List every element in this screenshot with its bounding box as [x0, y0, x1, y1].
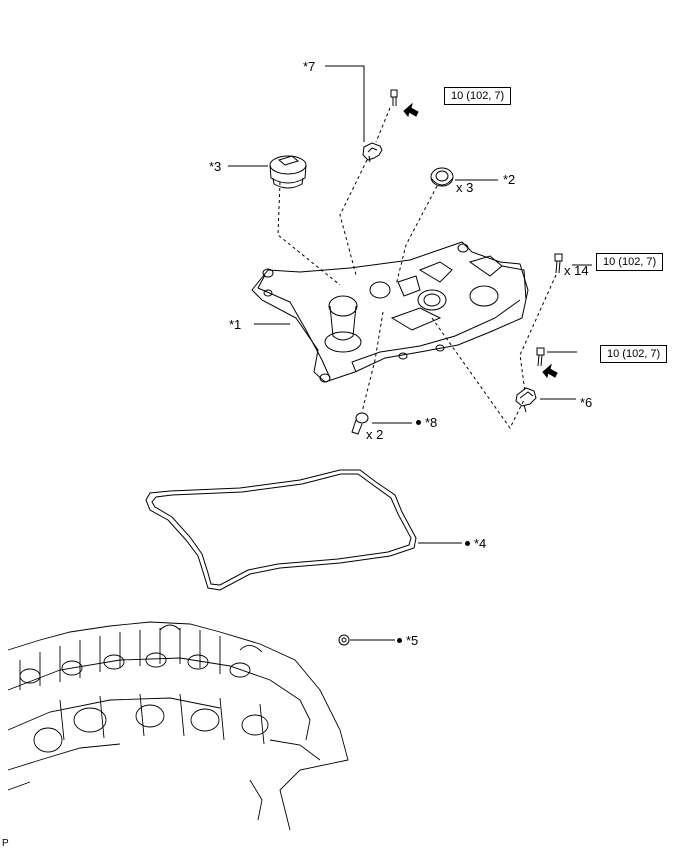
bolt-top [390, 89, 398, 106]
callout-2: *2 [503, 172, 516, 187]
dashed-assembly-lines [277, 107, 557, 429]
torque-box-lower: 10 (102, 7) [600, 345, 668, 363]
dot-icon [465, 541, 470, 546]
part-2-ring [430, 167, 454, 187]
callout-7: *7 [303, 59, 316, 74]
torque-box-middle: 10 (102, 7) [596, 253, 664, 271]
torque-box-top: 10 (102, 7) [444, 87, 512, 105]
quantity-14: x 14 [564, 263, 589, 278]
callout-5-text: *5 [406, 633, 419, 648]
bolt-right-top [554, 253, 563, 274]
arrow-icon [403, 102, 419, 118]
part-3-oil-cap [269, 155, 307, 189]
callout-4: *4 [465, 537, 486, 551]
corner-mark: P [2, 838, 9, 849]
part-4-gasket [145, 469, 417, 591]
part-8-bolt [351, 412, 369, 435]
callout-6: *6 [580, 395, 593, 410]
callout-8: *8 [416, 416, 437, 430]
callout-8-text: *8 [425, 415, 438, 430]
callout-4-text: *4 [474, 536, 487, 551]
callout-1: *1 [229, 317, 242, 332]
arrow-icon-lower [542, 363, 558, 379]
callout-3: *3 [209, 159, 222, 174]
bolt-right-lower [536, 347, 545, 367]
callout-5: *5 [397, 634, 418, 648]
part-6-sensor [515, 387, 537, 413]
leader-lines [228, 65, 592, 641]
dot-icon [397, 638, 402, 643]
quantity-2: x 3 [456, 180, 474, 195]
engine-block [7, 621, 349, 831]
quantity-8: x 2 [366, 427, 384, 442]
dot-icon [416, 420, 421, 425]
part-1-head-cover [251, 241, 529, 383]
part-5-gasket [338, 634, 350, 646]
part-7-sensor [362, 142, 383, 163]
